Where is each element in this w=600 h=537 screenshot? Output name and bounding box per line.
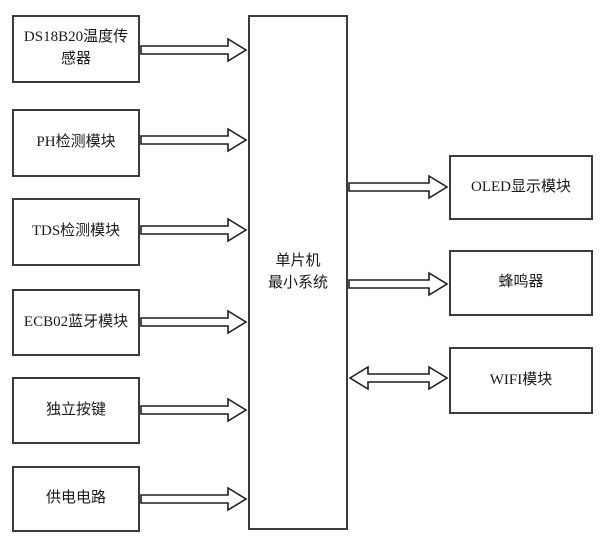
node-ecb02-bluetooth-module: ECB02蓝牙模块: [12, 289, 140, 356]
arrow-ecb02-to-mcu: [140, 309, 248, 335]
node-label: 单片机 最小系统: [267, 252, 328, 291]
node-label: DS18B20温度传感器: [23, 29, 129, 67]
arrow-ds18b20-to-mcu: [140, 37, 248, 63]
node-buzzer: 蜂鸣器: [449, 250, 593, 316]
arrow-tds-to-mcu: [140, 217, 248, 243]
arrow-mcu-to-buzzer: [348, 271, 449, 297]
arrow-button-to-mcu: [140, 397, 248, 423]
node-independent-button: 独立按键: [12, 377, 140, 444]
node-label: 供电电路: [45, 490, 106, 507]
arrow-mcu-to-oled: [348, 174, 449, 200]
node-label: 独立按键: [45, 401, 106, 418]
node-wifi-module: WIFI模块: [449, 347, 593, 414]
node-label: 蜂鸣器: [498, 274, 544, 291]
node-label: PH检测模块: [36, 134, 116, 151]
node-oled-display-module: OLED显示模块: [449, 155, 593, 220]
node-mcu-minimal-system: 单片机 最小系统: [248, 15, 348, 530]
node-power-supply-circuit: 供电电路: [12, 466, 140, 532]
node-tds-detect-module: TDS检测模块: [12, 198, 140, 266]
node-ph-detect-module: PH检测模块: [12, 109, 140, 177]
node-label: OLED显示模块: [471, 178, 571, 195]
arrow-power-to-mcu: [140, 486, 248, 512]
node-label: WIFI模块: [489, 371, 553, 388]
node-label: TDS检测模块: [31, 223, 121, 240]
arrow-mcu-wifi-bidirectional: [348, 365, 449, 391]
node-ds18b20-temp-sensor: DS18B20温度传感器: [12, 15, 140, 83]
node-label: ECB02蓝牙模块: [23, 313, 129, 330]
arrow-ph-to-mcu: [140, 127, 248, 153]
